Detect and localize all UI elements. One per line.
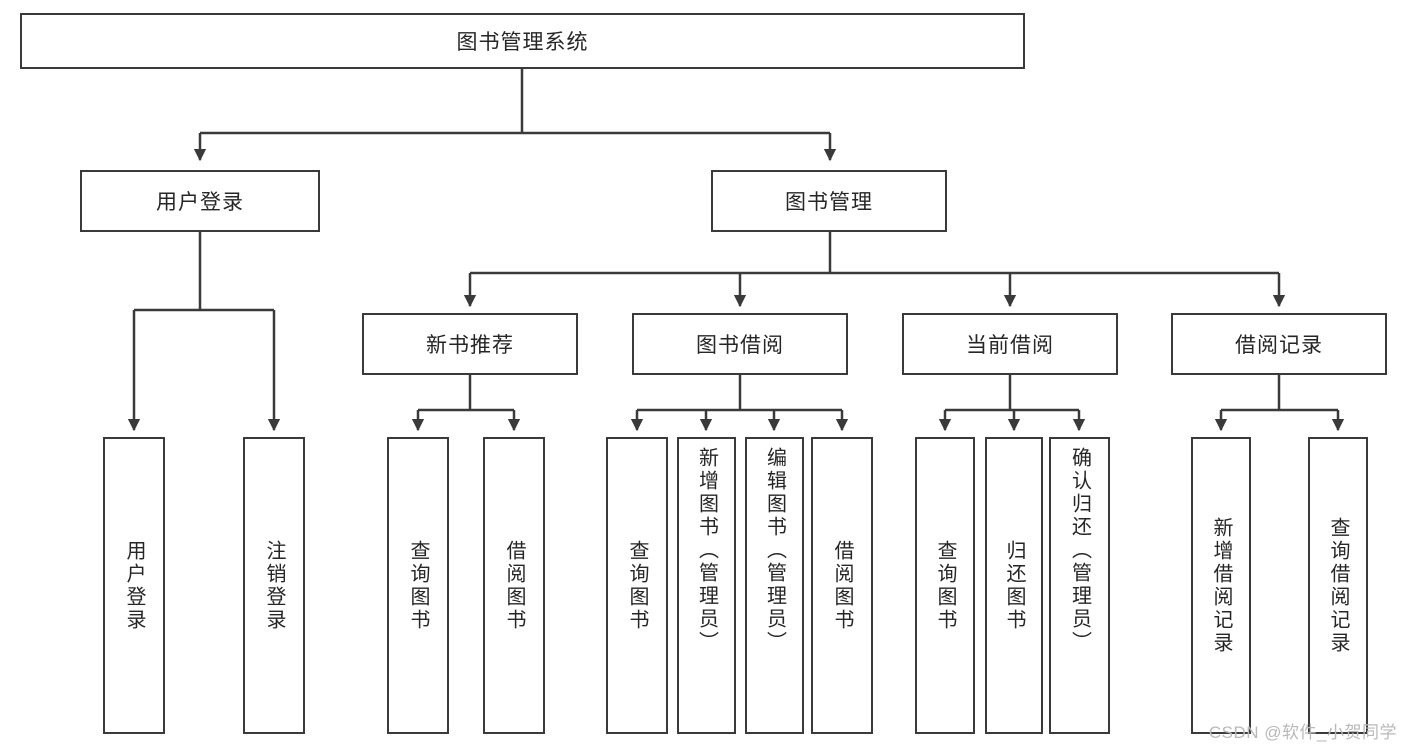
leaf-current-borrow-query[interactable]: 查询图书 — [915, 437, 975, 734]
node-label: 注销登录 — [263, 539, 285, 632]
node-current-borrow[interactable]: 当前借阅 — [902, 313, 1118, 375]
leaf-book-borrow-borrow[interactable]: 借阅图书 — [811, 437, 873, 734]
node-book-borrow[interactable]: 图书借阅 — [632, 313, 848, 375]
node-label: 查询图书 — [934, 539, 956, 632]
node-label: 图书借阅 — [696, 334, 784, 357]
leaf-borrow-record-query[interactable]: 查询借阅记录 — [1308, 437, 1368, 734]
node-label: 查询图书 — [626, 539, 648, 632]
node-label: 查询图书 — [407, 539, 429, 632]
node-new-book-recommend[interactable]: 新书推荐 — [362, 313, 578, 375]
node-label: 新书推荐 — [426, 334, 514, 357]
leaf-user-login-login[interactable]: 用户登录 — [103, 437, 165, 734]
node-label: 归还图书 — [1003, 539, 1025, 632]
node-root-system[interactable]: 图书管理系统 — [20, 13, 1025, 69]
leaf-new-book-query[interactable]: 查询图书 — [387, 437, 449, 734]
node-label: 编辑图书（管理员） — [763, 447, 786, 654]
node-borrow-record[interactable]: 借阅记录 — [1171, 313, 1387, 375]
node-label: 图书管理系统 — [456, 31, 589, 54]
leaf-current-borrow-confirm-return[interactable]: 确认归还（管理员） — [1049, 437, 1110, 734]
leaf-book-borrow-edit[interactable]: 编辑图书（管理员） — [745, 437, 804, 734]
node-user-login[interactable]: 用户登录 — [80, 170, 320, 232]
node-book-management[interactable]: 图书管理 — [711, 170, 947, 232]
node-label: 图书管理 — [785, 191, 873, 214]
leaf-user-login-logout[interactable]: 注销登录 — [243, 437, 305, 734]
node-label: 用户登录 — [156, 191, 244, 214]
node-label: 查询借阅记录 — [1327, 516, 1349, 655]
node-label: 借阅记录 — [1235, 334, 1323, 357]
watermark: CSDN @软件_小贺同学 — [1208, 723, 1397, 742]
leaf-new-book-borrow[interactable]: 借阅图书 — [483, 437, 545, 734]
node-label: 新增借阅记录 — [1210, 516, 1232, 655]
node-label: 用户登录 — [123, 539, 145, 632]
node-label: 新增图书（管理员） — [695, 447, 718, 654]
leaf-book-borrow-query[interactable]: 查询图书 — [606, 437, 668, 734]
leaf-borrow-record-add[interactable]: 新增借阅记录 — [1191, 437, 1251, 734]
node-label: 借阅图书 — [503, 539, 525, 632]
node-label: 当前借阅 — [966, 334, 1054, 357]
node-label: 确认归还（管理员） — [1068, 447, 1091, 654]
leaf-book-borrow-add[interactable]: 新增图书（管理员） — [677, 437, 736, 734]
node-label: 借阅图书 — [831, 539, 853, 632]
leaf-current-borrow-return[interactable]: 归还图书 — [985, 437, 1043, 734]
